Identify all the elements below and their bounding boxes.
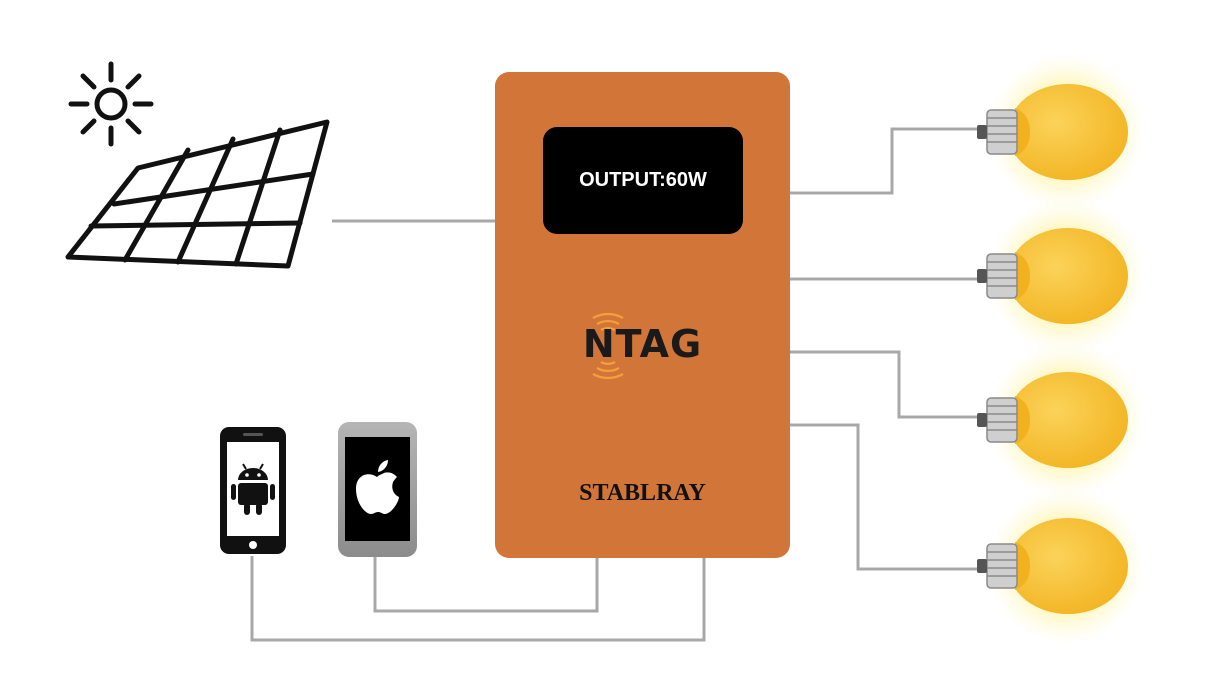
wire-bulb-1 [790, 127, 985, 195]
solar-panel-icon [65, 119, 330, 269]
apple-logo-icon [356, 460, 399, 514]
light-bulb-icon [977, 488, 1144, 644]
output-display-text: OUTPUT:60W [579, 169, 707, 191]
wire-bulb-4 [790, 423, 985, 571]
android-phone-icon [220, 427, 286, 554]
brand-label: STABLRAY [579, 480, 706, 506]
android-logo-icon [231, 463, 275, 515]
wires [250, 127, 985, 642]
controller-unit: OUTPUT:60W NTAG STABLRAY [495, 72, 790, 558]
light-bulb-icon [977, 54, 1144, 210]
wire-android-phone [250, 556, 706, 642]
sun-icon [68, 61, 154, 147]
apple-phone-icon [338, 422, 417, 557]
output-display: OUTPUT:60W [543, 127, 743, 234]
light-bulb-icon [977, 198, 1144, 354]
nfc-waves-icon [592, 312, 624, 380]
light-bulb-icon [977, 342, 1144, 498]
wire-bulb-3 [790, 350, 985, 419]
wire-apple-phone [373, 556, 599, 613]
ntag-logo: NTAG [582, 322, 703, 366]
